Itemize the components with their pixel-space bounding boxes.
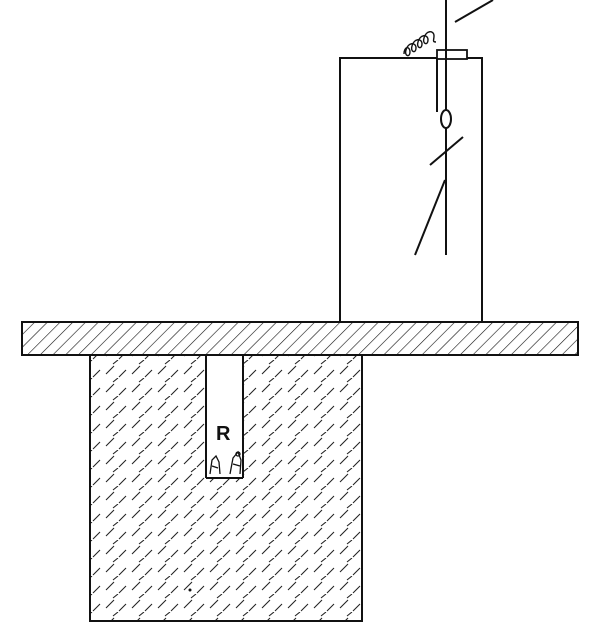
coil-spring [403, 31, 437, 57]
speck-mark [188, 588, 192, 592]
upper-housing [339, 57, 483, 323]
oval-bead [440, 109, 452, 129]
label-r: R [216, 423, 231, 445]
top-bracket [436, 49, 468, 60]
slot-channel [205, 354, 244, 479]
lever-arms [414, 0, 494, 256]
hatched-plate [21, 321, 579, 356]
vertical-rod [436, 0, 447, 255]
slot-bottom-marks [209, 450, 242, 475]
